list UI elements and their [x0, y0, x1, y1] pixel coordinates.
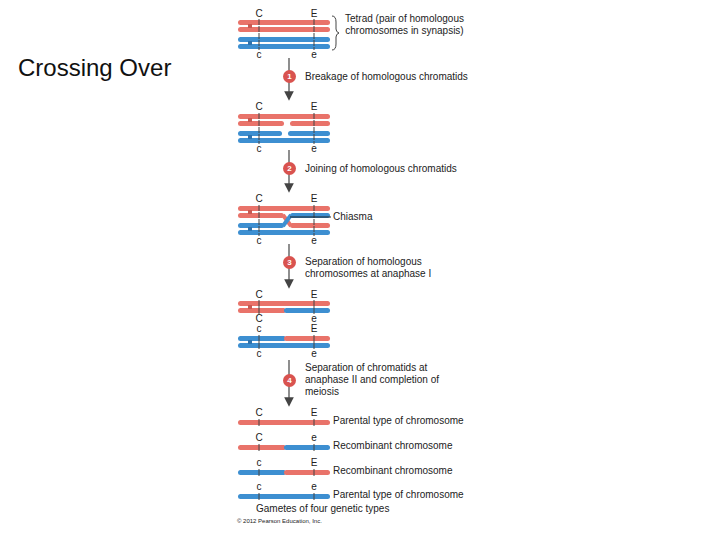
chiasma-cross: [283, 215, 291, 226]
centromere: [248, 305, 252, 309]
gene-allele: E: [306, 8, 322, 20]
gene-locus: [314, 419, 315, 426]
gene-allele: E: [306, 101, 322, 113]
gene-allele: C: [251, 407, 267, 419]
step-number: 4: [287, 376, 291, 385]
step-description: Parental type of chromosome: [333, 489, 533, 501]
step-description: Joining of homologous chromatids: [305, 163, 525, 175]
gene-locus: [314, 493, 315, 500]
step-description: © 2012 Pearson Education, Inc.: [237, 517, 397, 525]
gene-allele: e: [306, 49, 322, 61]
step-number-circle: 4: [283, 374, 296, 387]
gene-locus: [259, 444, 260, 451]
gene-locus: [314, 113, 315, 144]
chromatid: [238, 131, 282, 136]
chromatid: [290, 223, 330, 228]
diagram-title: Crossing Over: [18, 54, 171, 82]
gene-allele: C: [251, 432, 267, 444]
centromere: [248, 135, 252, 139]
centromere: [248, 41, 252, 45]
chromatid: [290, 121, 330, 126]
centromere: [248, 210, 252, 214]
step-number: 3: [287, 258, 291, 267]
chromatid: [238, 445, 286, 450]
gene-allele: C: [251, 289, 267, 301]
chromatid: [238, 223, 284, 228]
chromatid: [290, 213, 330, 218]
chromatid: [238, 336, 286, 341]
centromere: [248, 227, 252, 231]
gene-locus: [259, 300, 260, 314]
gene-allele: E: [306, 323, 322, 335]
step-description: Recombinant chromosome: [333, 465, 533, 477]
gene-locus: [259, 335, 260, 349]
gene-allele: C: [251, 193, 267, 205]
step-description: Breakage of homologous chromatids: [305, 71, 525, 83]
step-description: Parental type of chromosome: [333, 415, 533, 427]
centromere: [248, 118, 252, 122]
gene-locus: [259, 419, 260, 426]
chromatid: [288, 131, 330, 136]
gene-locus: [259, 113, 260, 144]
chromatid: [238, 494, 330, 499]
chromatid: [284, 336, 330, 341]
gene-allele: E: [306, 407, 322, 419]
step-number-circle: 2: [283, 162, 296, 175]
gene-locus: [314, 19, 315, 50]
leader-line: [290, 217, 331, 218]
step-number-circle: 3: [283, 256, 296, 269]
step-description: Separation of chromatids at anaphase II …: [305, 362, 445, 398]
chromatid: [284, 470, 330, 475]
gene-allele: C: [251, 8, 267, 20]
step-number: 2: [287, 164, 291, 173]
gene-allele: c: [251, 323, 267, 335]
gene-allele: e: [306, 235, 322, 247]
chromatid: [284, 308, 330, 313]
gene-allele: c: [251, 143, 267, 155]
centromere: [248, 340, 252, 344]
gene-allele: e: [306, 481, 322, 493]
gene-allele: e: [306, 143, 322, 155]
annotation: Tetrad (pair of homologous chromosomes i…: [337, 13, 472, 37]
chromatid: [238, 470, 286, 475]
bracket: [332, 16, 339, 50]
gene-locus: [259, 469, 260, 476]
step-number: 1: [287, 72, 291, 81]
gene-allele: e: [306, 432, 322, 444]
gene-allele: E: [306, 457, 322, 469]
gene-locus: [314, 335, 315, 349]
gene-allele: E: [306, 289, 322, 301]
centromere: [248, 24, 252, 28]
gene-locus: [314, 469, 315, 476]
gene-allele: c: [251, 481, 267, 493]
chiasma-cross: [283, 215, 291, 226]
gene-allele: c: [251, 235, 267, 247]
step-description: Chiasma: [333, 211, 413, 223]
gene-allele: C: [251, 101, 267, 113]
step-description: Gametes of four genetic types: [256, 503, 476, 515]
chromatid: [238, 213, 284, 218]
gene-locus: [314, 300, 315, 314]
gene-locus: [314, 205, 315, 236]
gene-allele: c: [251, 457, 267, 469]
gene-allele: c: [251, 348, 267, 360]
gene-locus: [259, 19, 260, 50]
chromatid: [238, 121, 284, 126]
chromatid: [238, 308, 286, 313]
step-description: Recombinant chromosome: [333, 440, 533, 452]
gene-locus: [259, 493, 260, 500]
chromatid: [238, 420, 330, 425]
gene-locus: [259, 205, 260, 236]
step-description: Separation of homologous chromosomes at …: [305, 256, 455, 280]
gene-allele: E: [306, 193, 322, 205]
chromatid: [284, 445, 330, 450]
gene-allele: e: [306, 348, 322, 360]
gene-locus: [314, 444, 315, 451]
gene-allele: c: [251, 49, 267, 61]
step-number-circle: 1: [283, 70, 296, 83]
